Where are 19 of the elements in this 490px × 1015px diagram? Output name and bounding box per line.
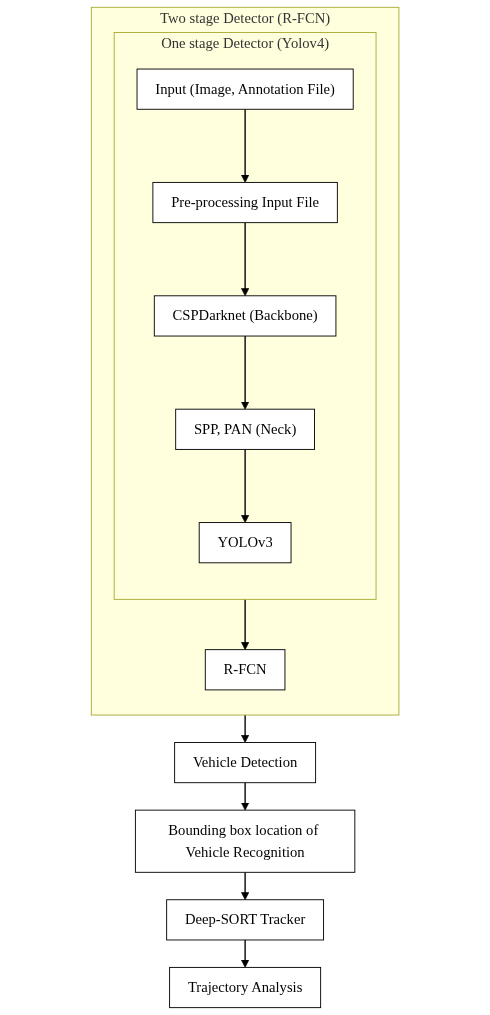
arrow bbox=[240, 598, 249, 651]
node-box: CSPDarknet (Backbone) bbox=[153, 295, 337, 337]
node-box: R-FCN bbox=[204, 649, 286, 691]
node-box: Input (Image, Annotation File) bbox=[136, 68, 354, 110]
arrow bbox=[240, 448, 249, 523]
arrow bbox=[240, 871, 249, 901]
node-box: SPP, PAN (Neck) bbox=[175, 408, 315, 450]
arrow bbox=[240, 714, 249, 743]
arrow bbox=[240, 221, 249, 297]
arrow bbox=[240, 782, 249, 811]
node-box: Bounding box location of Vehicle Recognition bbox=[134, 809, 356, 873]
arrow bbox=[240, 939, 249, 968]
node-box: YOLOv3 bbox=[198, 522, 292, 564]
node-box: Trajectory Analysis bbox=[169, 966, 321, 1009]
node-box: Vehicle Detection bbox=[174, 742, 316, 784]
node-box: Deep-SORT Tracker bbox=[166, 899, 324, 941]
arrow bbox=[240, 108, 249, 183]
arrow bbox=[240, 335, 249, 410]
node-box: Pre-processing Input File bbox=[152, 181, 338, 224]
